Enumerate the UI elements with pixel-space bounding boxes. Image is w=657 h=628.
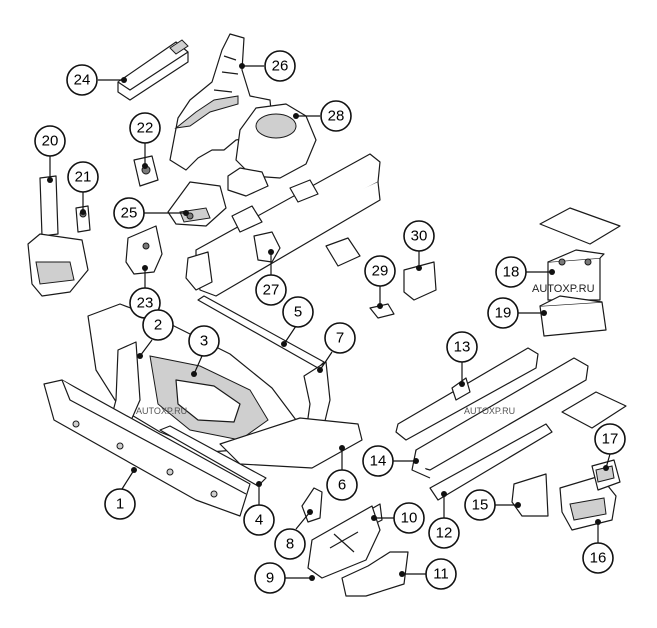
- callout-22[interactable]: 22: [129, 112, 161, 169]
- callout-24[interactable]: 24: [66, 64, 127, 96]
- callout-27-label: 27: [263, 282, 280, 299]
- part-5-drawing: [197, 295, 325, 369]
- callout-1-label: 1: [116, 496, 124, 513]
- callout-24-label: 24: [74, 72, 91, 89]
- part-11-drawing: [341, 551, 409, 597]
- part-13-drawing: [395, 347, 539, 441]
- part-17-drawing: [591, 459, 621, 491]
- callout-29[interactable]: 29: [364, 255, 396, 309]
- callout-4-label: 4: [255, 512, 263, 529]
- callout-26[interactable]: 26: [239, 50, 296, 82]
- callout-2[interactable]: 2: [137, 309, 174, 359]
- callout-16[interactable]: 16: [582, 519, 614, 574]
- callout-30[interactable]: 30: [403, 220, 435, 271]
- part-18-drawing: [539, 207, 621, 301]
- callout-17[interactable]: 17: [594, 423, 626, 471]
- part-drawings: [27, 33, 627, 597]
- callout-5[interactable]: 5: [281, 296, 314, 347]
- callout-11[interactable]: 11: [399, 558, 457, 590]
- callout-25[interactable]: 25: [113, 197, 189, 229]
- part-22-drawing: [133, 155, 159, 187]
- part-20-drawing: [27, 175, 89, 297]
- part-28-drawing: [227, 103, 317, 197]
- part-24-drawing: [117, 39, 189, 101]
- callout-18-label: 18: [503, 264, 520, 281]
- callout-20[interactable]: 20: [34, 125, 66, 183]
- callout-28-label: 28: [328, 108, 345, 125]
- callout-23-label: 23: [137, 295, 154, 312]
- callout-6-label: 6: [338, 477, 346, 494]
- watermark-small-left: AUTOXP.RU: [136, 406, 187, 416]
- callout-4[interactable]: 4: [243, 481, 275, 536]
- callout-29-label: 29: [372, 263, 389, 280]
- callout-9-label: 9: [266, 570, 274, 587]
- part-14-drawing: [411, 357, 589, 479]
- part-25-drawing: [167, 181, 227, 227]
- callout-11-label: 11: [433, 566, 449, 583]
- callout-28[interactable]: 28: [293, 100, 352, 132]
- callout-8-label: 8: [286, 536, 294, 553]
- callout-30-label: 30: [411, 228, 428, 245]
- callout-13-label: 13: [454, 339, 471, 356]
- callout-19[interactable]: 19: [487, 297, 547, 329]
- watermark-main: AUTOXP.RU: [532, 283, 595, 295]
- callout-2-label: 2: [154, 317, 162, 334]
- callout-20-label: 20: [42, 133, 59, 150]
- callout-15-label: 15: [472, 497, 489, 514]
- part-16-drawing: [559, 475, 617, 531]
- callout-26-label: 26: [272, 58, 289, 75]
- callout-10-label: 10: [401, 510, 418, 527]
- callout-12-label: 12: [436, 525, 453, 542]
- part-plate-drawing: [561, 391, 627, 429]
- part-12-drawing: [429, 423, 553, 501]
- callout-8[interactable]: 8: [274, 509, 313, 560]
- callout-12[interactable]: 12: [428, 491, 460, 549]
- callout-16-label: 16: [590, 550, 607, 567]
- part-27-drawing: [253, 231, 281, 263]
- callout-3[interactable]: 3: [188, 325, 220, 377]
- callout-19-label: 19: [495, 305, 512, 322]
- part-3-drawing: [87, 303, 297, 453]
- part-8-drawing: [301, 487, 323, 523]
- callout-5-label: 5: [294, 304, 302, 321]
- part-19-drawing: [539, 295, 607, 337]
- callout-1[interactable]: 1: [104, 467, 137, 520]
- part-9-drawing: [307, 505, 381, 579]
- callout-14-label: 14: [370, 453, 387, 470]
- callout-6[interactable]: 6: [326, 445, 358, 501]
- part-30-drawing: [403, 261, 437, 301]
- part-1-drawing: [43, 379, 251, 517]
- callout-27[interactable]: 27: [255, 249, 287, 306]
- part-15-drawing: [511, 473, 549, 517]
- callout-10[interactable]: 10: [371, 502, 425, 534]
- part-23-drawing: [125, 225, 163, 275]
- callout-9[interactable]: 9: [254, 562, 315, 594]
- callout-21-label: 21: [75, 169, 92, 186]
- callout-17-label: 17: [602, 431, 619, 448]
- callout-3-label: 3: [200, 333, 208, 350]
- callout-15[interactable]: 15: [464, 489, 521, 521]
- callout-25-label: 25: [121, 205, 138, 222]
- callout-14[interactable]: 14: [362, 445, 419, 477]
- part-connector-drawing: [325, 237, 361, 267]
- callout-22-label: 22: [137, 120, 154, 137]
- watermark-small-right: AUTOXP.RU: [464, 406, 515, 416]
- part-4-drawing: [159, 425, 267, 487]
- callout-21[interactable]: 21: [67, 161, 99, 215]
- callout-7-label: 7: [336, 330, 344, 347]
- callout-18[interactable]: 18: [495, 256, 555, 288]
- callout-13[interactable]: 13: [446, 331, 478, 387]
- callout-7[interactable]: 7: [317, 322, 356, 373]
- part-engine-rail-drawing: [185, 153, 381, 297]
